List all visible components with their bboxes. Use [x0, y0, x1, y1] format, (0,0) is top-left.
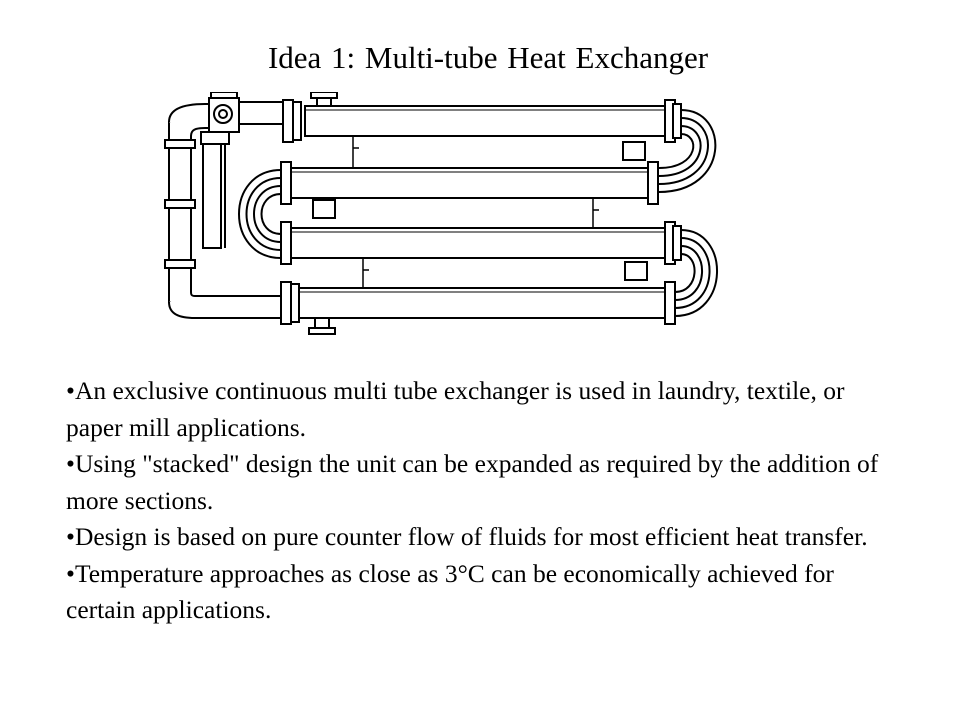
- bullet-marker: •: [66, 449, 75, 478]
- left-return-pipe: [164, 103, 282, 319]
- bullet-list: •An exclusive continuous multi tube exch…: [66, 373, 896, 629]
- bullet-item: •Design is based on pure counter flow of…: [66, 519, 896, 556]
- right-u-bend-top: [658, 109, 717, 193]
- bullet-text: Using "stacked" design the unit can be e…: [66, 449, 879, 515]
- shell-tube-2: [289, 167, 651, 199]
- bullet-marker: •: [66, 376, 75, 405]
- bullet-marker: •: [66, 558, 75, 588]
- bullet-text: An exclusive continuous multi tube excha…: [66, 376, 845, 442]
- bullet-marker: •: [66, 522, 75, 551]
- shell-tube-4: [289, 287, 666, 319]
- bullet-item: •Temperature approaches as close as 3°C …: [66, 556, 896, 629]
- nozzles: [308, 92, 648, 335]
- bullet-item: •An exclusive continuous multi tube exch…: [66, 373, 896, 446]
- bullet-text: Temperature approaches as close as 3°C c…: [66, 558, 834, 625]
- bullet-item: •Using "stacked" design the unit can be …: [66, 446, 896, 519]
- valve-assembly: [200, 92, 284, 249]
- right-u-bend-bottom: [674, 229, 718, 317]
- left-u-bend-middle: [238, 169, 282, 259]
- baffle-markers: [352, 136, 599, 288]
- shell-tube-1: [304, 105, 666, 137]
- slide-title: Idea 1: Multi-tube Heat Exchanger: [267, 40, 709, 75]
- heat-exchanger-diagram: [164, 92, 718, 335]
- bullet-text: Design is based on pure counter flow of …: [74, 522, 868, 551]
- flanges: [280, 99, 682, 325]
- shell-tube-3: [289, 227, 666, 259]
